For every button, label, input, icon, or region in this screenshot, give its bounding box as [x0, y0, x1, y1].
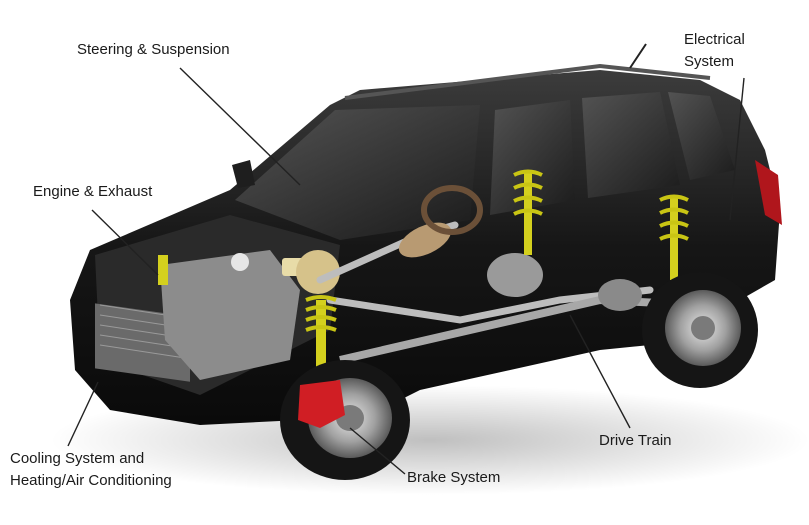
leader-brake [349, 427, 406, 475]
rear-coil-left [513, 169, 543, 255]
leader-electrical [729, 77, 745, 221]
rear-coil-right [659, 194, 689, 280]
side-window-front [490, 100, 575, 215]
windshield [235, 105, 480, 240]
leader-steering [179, 67, 301, 186]
leader-engine [91, 209, 159, 276]
label-brake-system: Brake System [407, 467, 500, 489]
rear-differential [487, 253, 543, 297]
label-drive-train: Drive Train [599, 430, 672, 452]
label-text-line1: Cooling System and [10, 450, 145, 467]
engine-block [160, 250, 300, 380]
rear-wheel [642, 272, 758, 388]
roof-rail [344, 63, 711, 100]
label-text-line2: System [684, 53, 735, 70]
label-cooling-heating: Cooling System and Heating/Air Condition… [10, 448, 172, 492]
transfer-case [598, 279, 642, 311]
label-text: Engine & Exhaust [33, 183, 153, 200]
steering-wheel [421, 185, 483, 235]
label-text: Steering & Suspension [77, 41, 230, 58]
tail-light [755, 160, 782, 225]
leader-drive [569, 314, 631, 429]
label-text-line1: Electrical [684, 31, 745, 48]
leader-cooling [67, 381, 99, 447]
label-electrical-system: Electrical System [684, 29, 745, 73]
front-strut [305, 295, 337, 380]
brake-booster [296, 250, 340, 294]
label-steering-suspension: Steering & Suspension [77, 39, 230, 61]
leader-lines [67, 67, 745, 475]
front-strut-left [158, 255, 168, 285]
side-mirror [232, 160, 255, 188]
side-window-rear [582, 92, 680, 198]
brake-caliper [298, 380, 345, 428]
engine-cap [231, 253, 249, 271]
label-text: Brake System [407, 469, 501, 486]
label-text: Drive Train [599, 432, 672, 449]
label-text-line2: Heating/Air Conditioning [10, 472, 172, 489]
antenna [629, 43, 647, 69]
side-window-quarter [668, 92, 735, 180]
label-engine-exhaust: Engine & Exhaust [33, 181, 152, 203]
